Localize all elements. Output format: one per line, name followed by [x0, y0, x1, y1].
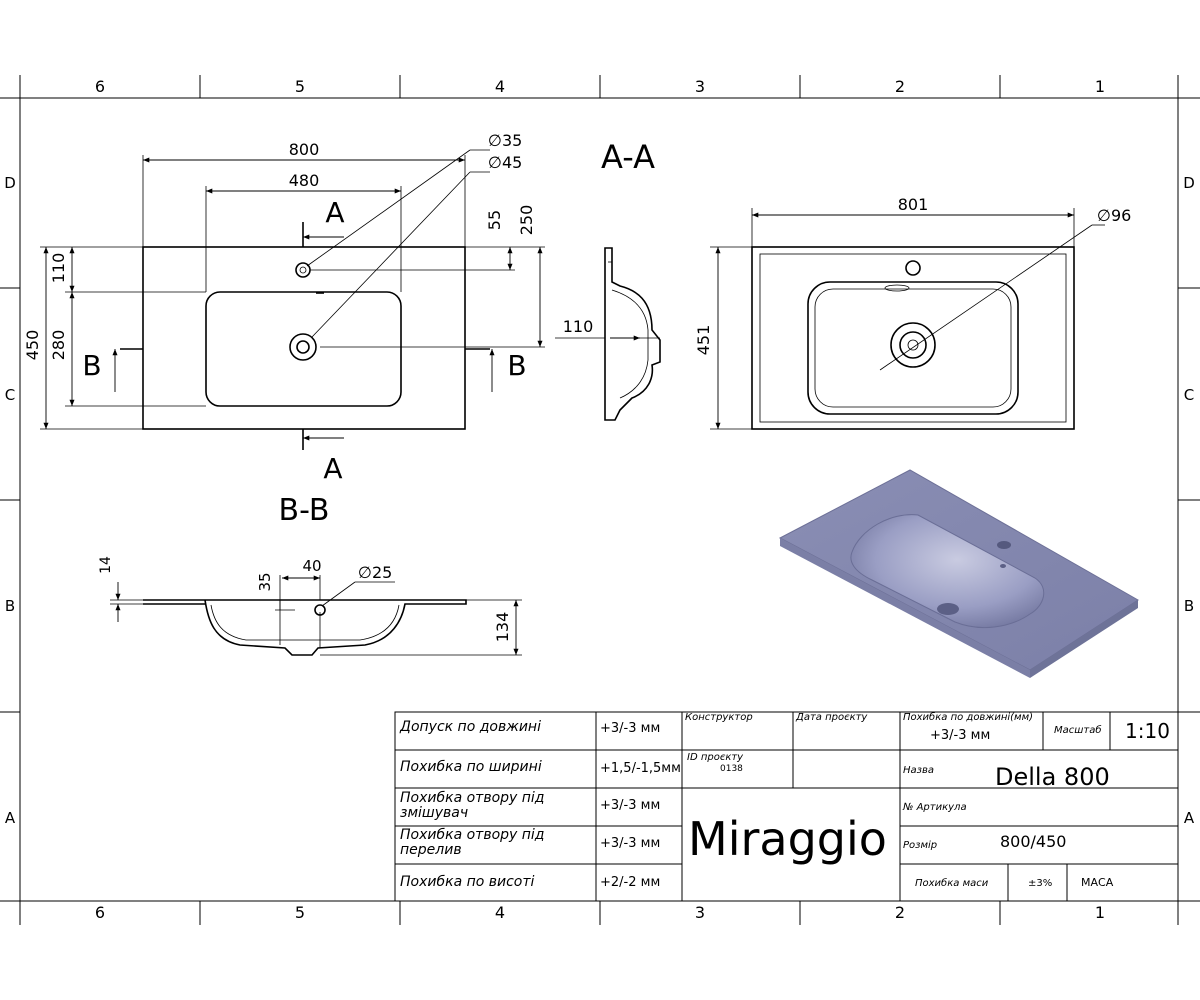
size-value: 800/450 [1000, 832, 1067, 851]
col-label-bottom: 1 [1095, 903, 1105, 922]
row-label-left: C [5, 386, 15, 404]
tol-label-overflow: Похибка отвору під перелив [400, 827, 545, 858]
dim-280: 280 [49, 330, 68, 361]
row-label-left: D [4, 174, 16, 192]
mass-error-value: ±3% [1028, 878, 1053, 889]
row-label-left: B [5, 597, 15, 615]
bowl-outline [205, 291, 402, 407]
render-bowl [850, 514, 1045, 629]
section-bb-title: B-B [279, 493, 330, 528]
countertop-outline [142, 246, 466, 430]
render-mixer-hole [997, 541, 1011, 549]
right-view: 801 ∅96 451 [694, 195, 1131, 430]
bb-dim-134: 134 [493, 612, 512, 643]
size-label: Розмір [903, 840, 938, 851]
bb-dim-40: 40 [302, 557, 321, 575]
dim-801: 801 [898, 195, 929, 214]
dim-hole-35: ∅35 [488, 131, 522, 150]
tol-value-height: +2/-2 мм [600, 875, 661, 890]
product-name: Della 800 [995, 763, 1110, 791]
tol-label-height: Похибка по висоті [400, 874, 535, 890]
section-b-label: B [507, 349, 526, 382]
title-block-grid [394, 711, 1179, 902]
col-label-top: 6 [95, 77, 105, 96]
tol-value-length: +3/-3 мм [600, 721, 661, 736]
designer-label: Конструктор [685, 712, 753, 723]
dim-hole-45: ∅45 [488, 153, 522, 172]
col-label-top: 1 [1095, 77, 1105, 96]
section-aa-profile [604, 247, 661, 421]
dim-width: 800 [289, 140, 320, 159]
tol-label-width: Похибка по ширині [400, 759, 542, 775]
tol-label-length: Допуск по довжині [400, 719, 541, 735]
right-view-bowl [807, 281, 1019, 415]
tol-value-width: +1,5/-1,5мм [600, 761, 681, 776]
dim-450: 450 [23, 330, 42, 361]
col-label-top: 2 [895, 77, 905, 96]
project-id-label: ID проєкту [687, 752, 744, 763]
row-label-right: A [1184, 809, 1195, 827]
scale-value: 1:10 [1125, 719, 1170, 743]
row-label-left: A [5, 809, 16, 827]
row-label-right: B [1184, 597, 1194, 615]
section-a-label: A [325, 196, 344, 229]
basin-render [778, 469, 1139, 678]
col-label-bottom: 5 [295, 903, 305, 922]
bb-dim-14: 14 [98, 556, 114, 574]
section-aa-title: A-A [601, 138, 655, 176]
project-date-label: Дата проєкту [796, 712, 868, 723]
col-label-bottom: 6 [95, 903, 105, 922]
dim-451: 451 [694, 325, 713, 356]
col-label-bottom: 2 [895, 903, 905, 922]
article-label: № Артикула [903, 802, 967, 813]
col-label-bottom: 4 [495, 903, 505, 922]
section-bb-profile [143, 599, 467, 656]
dim-250: 250 [517, 205, 536, 236]
dim-110: 110 [49, 253, 68, 284]
section-aa: A-A 110 [555, 138, 661, 421]
col-label-top: 3 [695, 77, 705, 96]
bb-dim-25: ∅25 [358, 563, 392, 582]
project-id-value: 0138 [720, 764, 743, 774]
col-label-top: 4 [495, 77, 505, 96]
section-a-label: A [323, 452, 342, 485]
tol-value-overflow: +3/-3 мм [600, 836, 661, 851]
row-label-right: D [1183, 174, 1195, 192]
col-label-top: 5 [295, 77, 305, 96]
row-label-right: C [1184, 386, 1194, 404]
drain-hole [289, 333, 317, 361]
mass-label: МАСА [1081, 876, 1114, 889]
length-error-value: +3/-3 мм [930, 728, 991, 743]
right-view-outline [751, 246, 1075, 430]
length-error-label: Похибка по довжині(мм) [903, 712, 1034, 723]
render-drain [937, 603, 959, 615]
top-view: A A B B 800 480 ∅35 ∅45 55 250 [23, 131, 545, 485]
scale-label: Масштаб [1054, 725, 1102, 736]
dim-bowl-width: 480 [289, 171, 320, 190]
brand-logo: Miraggio [688, 812, 887, 866]
col-label-bottom: 3 [695, 903, 705, 922]
section-bb: B-B 14 40 35 ∅25 134 [98, 493, 522, 656]
section-b-label: B [82, 349, 101, 382]
dim-55: 55 [485, 210, 504, 230]
dim-96: ∅96 [1097, 206, 1131, 225]
aa-dim-110: 110 [563, 317, 594, 336]
tol-label-mixer: Похибка отвору під змішувач [400, 790, 545, 821]
tol-value-mixer: +3/-3 мм [600, 798, 661, 813]
bb-dim-35: 35 [256, 572, 274, 591]
name-label: Назва [903, 765, 934, 776]
mass-error-label: Похибка маси [915, 878, 989, 889]
